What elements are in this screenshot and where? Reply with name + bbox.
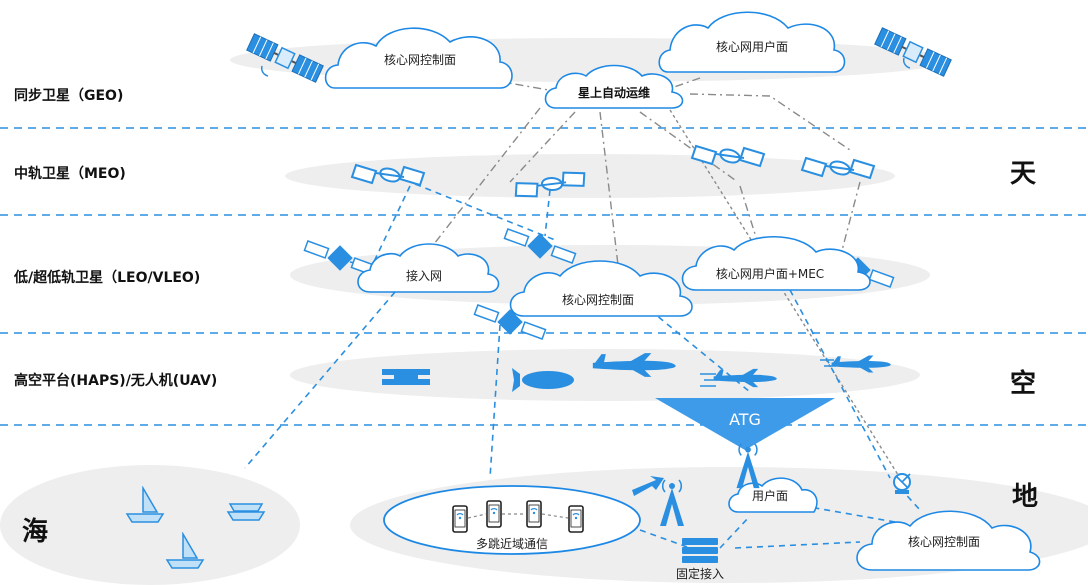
speed-lines	[820, 359, 836, 367]
cloud-label: 星上自动运维	[578, 85, 650, 100]
cloud-onboard-ops	[544, 64, 684, 109]
phone-icon	[486, 500, 502, 528]
link-line	[659, 77, 701, 93]
meo-band	[285, 154, 895, 198]
cloud-leo-access	[357, 243, 500, 293]
link-line	[419, 107, 541, 263]
speed-lines	[700, 373, 718, 387]
link-line	[689, 93, 851, 151]
domain-label-air: 空	[1010, 368, 1036, 399]
dish-base	[895, 490, 909, 494]
domain-label-sea: 海	[22, 517, 48, 547]
fixed-access-label: 固定接入	[676, 566, 724, 581]
airship-icon	[522, 371, 574, 389]
cloud-label: 接入网	[406, 268, 442, 283]
cloud-label: 核心网用户面	[716, 39, 788, 54]
layer-label-haps: 高空平台(HAPS)/无人机(UAV)	[14, 372, 217, 389]
signal-icon	[260, 65, 269, 77]
link-line	[639, 111, 736, 181]
domain-label-ground: 地	[1012, 482, 1038, 512]
link-line	[639, 529, 691, 549]
phone-icon	[526, 500, 542, 528]
link-line	[404, 179, 556, 241]
cloud-label: 核心网控制面	[908, 535, 980, 549]
sea-band	[0, 465, 300, 585]
domain-label-sky: 天	[1010, 159, 1036, 189]
airship-tail-icon	[512, 368, 520, 392]
cloud-label: 用户面	[752, 488, 788, 503]
link-line	[599, 111, 621, 283]
link-line	[839, 181, 861, 259]
link-line	[369, 185, 411, 271]
cloud-geo-user	[658, 11, 846, 73]
phone-icon	[452, 505, 468, 533]
link-line	[509, 111, 576, 183]
dish-detail	[895, 473, 911, 489]
cloud-geo-control	[324, 27, 513, 89]
haps-band	[290, 349, 920, 401]
layer-label-leo: 低/超低轨卫星（LEO/VLEO)	[13, 269, 200, 286]
multihop-link	[467, 513, 569, 519]
drone-body-icon	[394, 370, 418, 384]
link-line	[734, 541, 861, 549]
server-icon	[682, 538, 718, 545]
multihop-area	[383, 485, 641, 555]
signal-icon	[902, 57, 911, 69]
cloud-label: 核心网控制面	[384, 53, 456, 67]
phone-icon	[568, 505, 584, 533]
link-line	[544, 189, 551, 237]
link-line	[719, 515, 751, 549]
cloud-label: 核心网用户面+MEC	[716, 266, 824, 281]
cloud-label: 核心网控制面	[562, 293, 634, 307]
layer-label-geo: 同步卫星（GEO)	[14, 87, 123, 104]
cloud-ground-control	[856, 510, 1041, 571]
server-icon	[682, 547, 718, 554]
atg-label: ATG	[729, 410, 761, 429]
link-line	[244, 291, 396, 469]
layer-label-meo: 中轨卫星（MEO)	[14, 165, 126, 182]
ship-icon	[227, 503, 265, 521]
server-icon	[682, 556, 718, 563]
arrow-icon	[632, 476, 664, 496]
link-line	[789, 289, 891, 479]
cloud-leo-control	[509, 260, 693, 317]
cloud-leo-user-mec	[681, 235, 871, 291]
atg-triangle	[655, 398, 835, 450]
multihop-label: 多跳近域通信	[476, 537, 548, 551]
link-line	[669, 109, 901, 479]
link-line	[489, 324, 501, 479]
cloud-ground-user	[728, 477, 818, 513]
